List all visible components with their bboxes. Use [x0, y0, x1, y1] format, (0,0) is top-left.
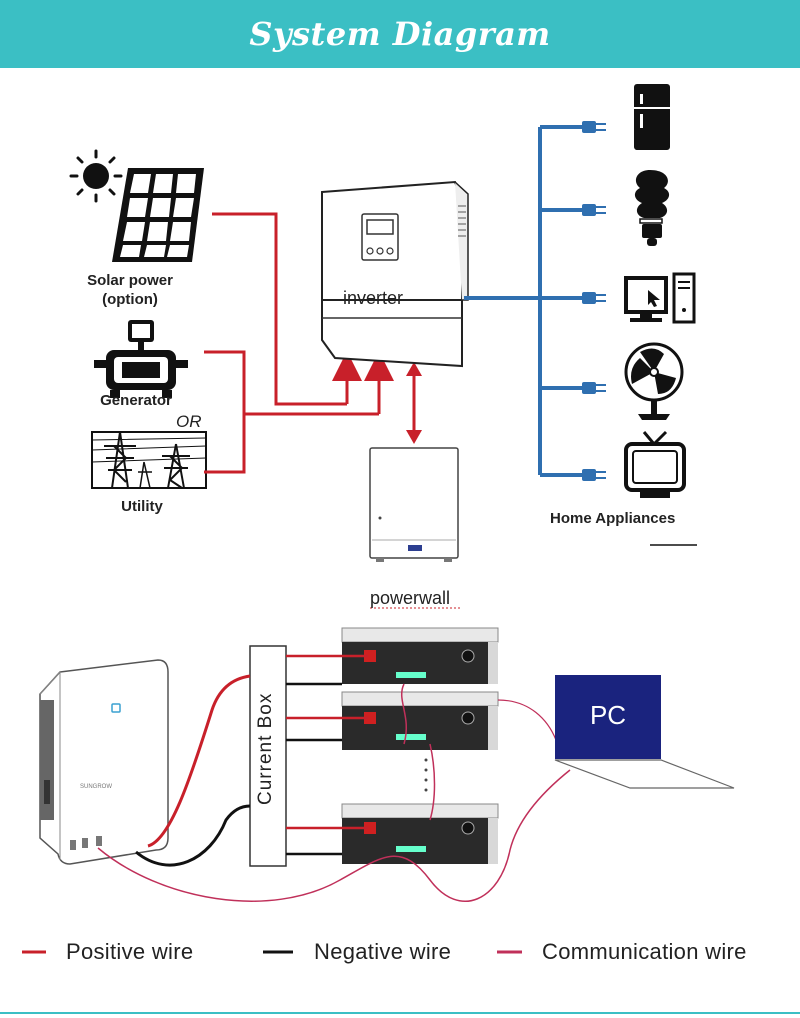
pc-label: PC [589, 700, 627, 730]
solar-panel-icon [112, 168, 204, 262]
pc-laptop [554, 675, 735, 789]
plug-icons [582, 121, 606, 481]
inverter-unit [321, 180, 469, 368]
utility-label: Utility [121, 498, 163, 515]
powerwall-label: powerwall [370, 588, 451, 608]
fridge-icon [634, 84, 670, 150]
current-box-label: Current Box [255, 692, 276, 805]
input-wires [204, 212, 416, 474]
sun-icon [69, 149, 123, 203]
battery-module-3 [341, 803, 499, 864]
legend-positive-wire: Positive wire [66, 939, 194, 964]
battery-module-2 [341, 691, 499, 750]
bottom-border [0, 1012, 800, 1014]
or-label: OR [176, 412, 202, 431]
hybrid-inverter [39, 659, 169, 865]
current-box [249, 645, 287, 867]
powerwall-battery [369, 447, 459, 562]
inverter-brand-label: SUNGROW [80, 784, 112, 790]
home-appliances-label: Home Appliances [550, 510, 676, 527]
output-wires [464, 125, 582, 477]
header-banner [0, 0, 800, 68]
legend-communication-wire: Communication wire [542, 939, 747, 964]
inverter-label: inverter [343, 288, 404, 308]
battery-module-1 [341, 627, 499, 684]
fan-icon [624, 342, 684, 420]
stack-dots [424, 758, 428, 792]
utility-tower-icon [91, 431, 207, 489]
generator-label: Generator [100, 392, 172, 409]
tv-icon [624, 430, 686, 498]
computer-icon [624, 272, 696, 324]
page-title: System Diagram [249, 15, 551, 53]
solar-power-label: Solar power [87, 272, 173, 289]
generator-icon [94, 320, 188, 398]
legend-negative-wire: Negative wire [314, 939, 452, 964]
light-bulb-icon [634, 170, 670, 246]
solar-option-label: (option) [102, 291, 158, 308]
system-diagram [22, 84, 735, 954]
